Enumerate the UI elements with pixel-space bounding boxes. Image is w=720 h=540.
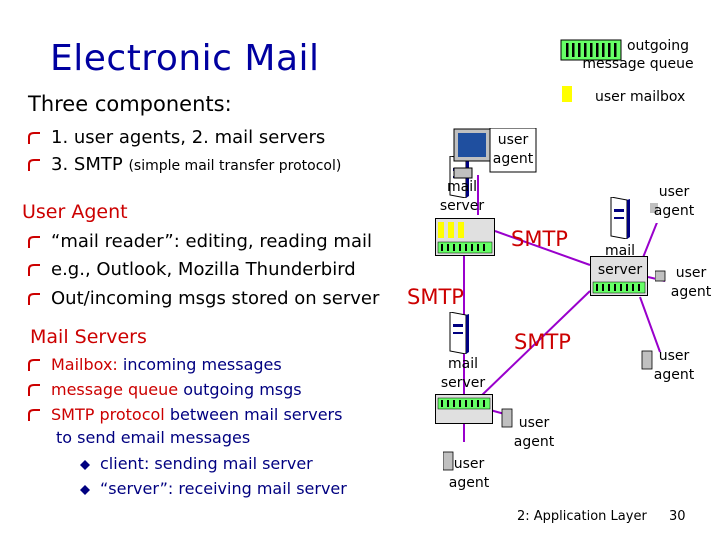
mailbox-legend-icon <box>562 86 572 102</box>
user-agent-item-2: e.g., Outlook, Mozilla Thunderbird <box>28 259 356 280</box>
user-agent-label-line2: agent <box>653 367 695 383</box>
user-agent-heading: User Agent <box>22 201 128 223</box>
mail-server-label-line2: server <box>440 375 486 391</box>
user-agent-item-text-3: Out/incoming msgs stored on server <box>51 288 380 309</box>
user-agent-label-line1: user <box>453 456 485 472</box>
mail-servers-item-1: Mailbox: incoming messages <box>28 355 282 374</box>
mail-server-box-3 <box>435 394 493 424</box>
user-agent-node-top-right <box>650 175 698 223</box>
user-agent-label-line2: agent <box>448 475 490 491</box>
mail-server-label-line1: mail <box>605 243 635 259</box>
user-agent-node-top <box>453 128 537 173</box>
mail-servers-item-2: message queue outgoing msgs <box>28 380 302 399</box>
user-agent-label-right: user agent <box>668 264 714 302</box>
smtp-label-top: SMTP <box>511 227 568 251</box>
mail-servers-sub-item-2: “server”: receiving mail server <box>80 479 347 498</box>
bullet-icon <box>28 409 40 421</box>
user-agent-node-bottom-left <box>443 442 491 492</box>
user-agent-label-line2: agent <box>513 434 555 450</box>
component-text-3: (simple mail transfer protocol) <box>128 158 342 174</box>
bullet-icon <box>28 235 40 248</box>
smtp-protocol-desc: between mail servers <box>164 405 343 424</box>
user-agent-item-text-2: e.g., Outlook, Mozilla Thunderbird <box>51 259 356 280</box>
mail-server-label-2: mail server <box>592 242 648 280</box>
mail-servers-continuation: to send email messages <box>56 428 251 447</box>
user-agent-label-line2: agent <box>670 284 712 300</box>
outgoing-queue-icon <box>560 39 622 61</box>
user-agent-item-1: “mail reader”: editing, reading mail <box>28 231 372 252</box>
smtp-label-left: SMTP <box>407 285 464 309</box>
user-agent-item-text-1: “mail reader”: editing, reading mail <box>51 231 372 252</box>
mailbox-term: Mailbox: <box>51 355 118 374</box>
component-line-2: 3. SMTP (simple mail transfer protocol) <box>28 154 341 175</box>
user-agent-label-line2: agent <box>653 203 695 219</box>
mail-server-box-2 <box>590 256 648 296</box>
bullet-icon <box>28 131 40 144</box>
user-agent-label-top: user agent <box>490 131 536 169</box>
user-agent-label-line1: user <box>658 348 690 364</box>
message-queue-term: message queue <box>51 380 179 399</box>
component-line-1: 1. user agents, 2. mail servers <box>28 127 325 148</box>
outgoing-line2: message queue <box>582 56 694 72</box>
mail-server-label-line1: mail <box>447 179 477 195</box>
smtp-label-bottom: SMTP <box>514 330 571 354</box>
computer-icon <box>501 408 513 428</box>
bullet-icon <box>28 359 40 371</box>
mail-server-box-1 <box>435 218 495 256</box>
user-agent-label-line1: user <box>675 265 707 281</box>
user-agent-item-3: Out/incoming msgs stored on server <box>28 288 379 309</box>
user-agent-label-line2: agent <box>492 151 534 167</box>
computer-icon <box>449 312 469 354</box>
mail-servers-item-3: SMTP protocol between mail servers <box>28 405 342 424</box>
computer-icon <box>655 270 666 282</box>
outgoing-queue-label: outgoing message queue <box>578 37 698 73</box>
user-agent-label-line1: user <box>518 415 550 431</box>
smtp-protocol-term: SMTP protocol <box>51 405 165 424</box>
mail-servers-sub-item-1: client: sending mail server <box>80 454 313 473</box>
chapter-label: 2: Application Layer <box>517 509 647 524</box>
mail-server-label-line2: server <box>439 198 485 214</box>
mail-servers-heading: Mail Servers <box>30 326 147 348</box>
outgoing-line1: outgoing <box>626 38 690 54</box>
components-heading: Three components: <box>28 92 232 116</box>
mailbox-desc: incoming messages <box>117 355 282 374</box>
mail-server-label-line1: mail <box>448 356 478 372</box>
mail-server-label-1: mail server <box>434 178 490 216</box>
mailbox-legend-label: user mailbox <box>595 89 686 105</box>
component-text-2: 3. SMTP <box>51 154 123 175</box>
link-server2-to-agent-bottom <box>639 296 661 353</box>
diamond-bullet-icon <box>80 484 90 495</box>
user-agent-label-bottom-left: user agent <box>446 455 492 493</box>
message-queue-desc: outgoing msgs <box>178 380 302 399</box>
client-desc: client: sending mail server <box>100 454 313 473</box>
diamond-bullet-icon <box>80 459 90 470</box>
slide-title: Electronic Mail <box>50 38 320 79</box>
user-agent-label-bottom-middle: user agent <box>510 414 558 452</box>
user-agent-label-line1: user <box>497 132 529 148</box>
computer-icon <box>453 167 473 179</box>
computer-icon <box>610 197 630 239</box>
bullet-icon <box>28 158 40 171</box>
component-text-1: 1. user agents, 2. mail servers <box>51 127 326 148</box>
user-agent-label-top-right: user agent <box>650 183 698 221</box>
mail-server-label-3: mail server <box>434 355 492 393</box>
user-agent-label-line1: user <box>658 184 690 200</box>
bullet-icon <box>28 292 40 305</box>
user-agent-label-lower-right: user agent <box>650 347 698 385</box>
mail-server-label-line2: server <box>597 262 643 278</box>
bullet-icon <box>28 384 40 396</box>
server-desc: “server”: receiving mail server <box>100 479 347 498</box>
page-number: 30 <box>669 509 686 524</box>
computer-icon <box>641 350 653 370</box>
bullet-icon <box>28 263 40 276</box>
